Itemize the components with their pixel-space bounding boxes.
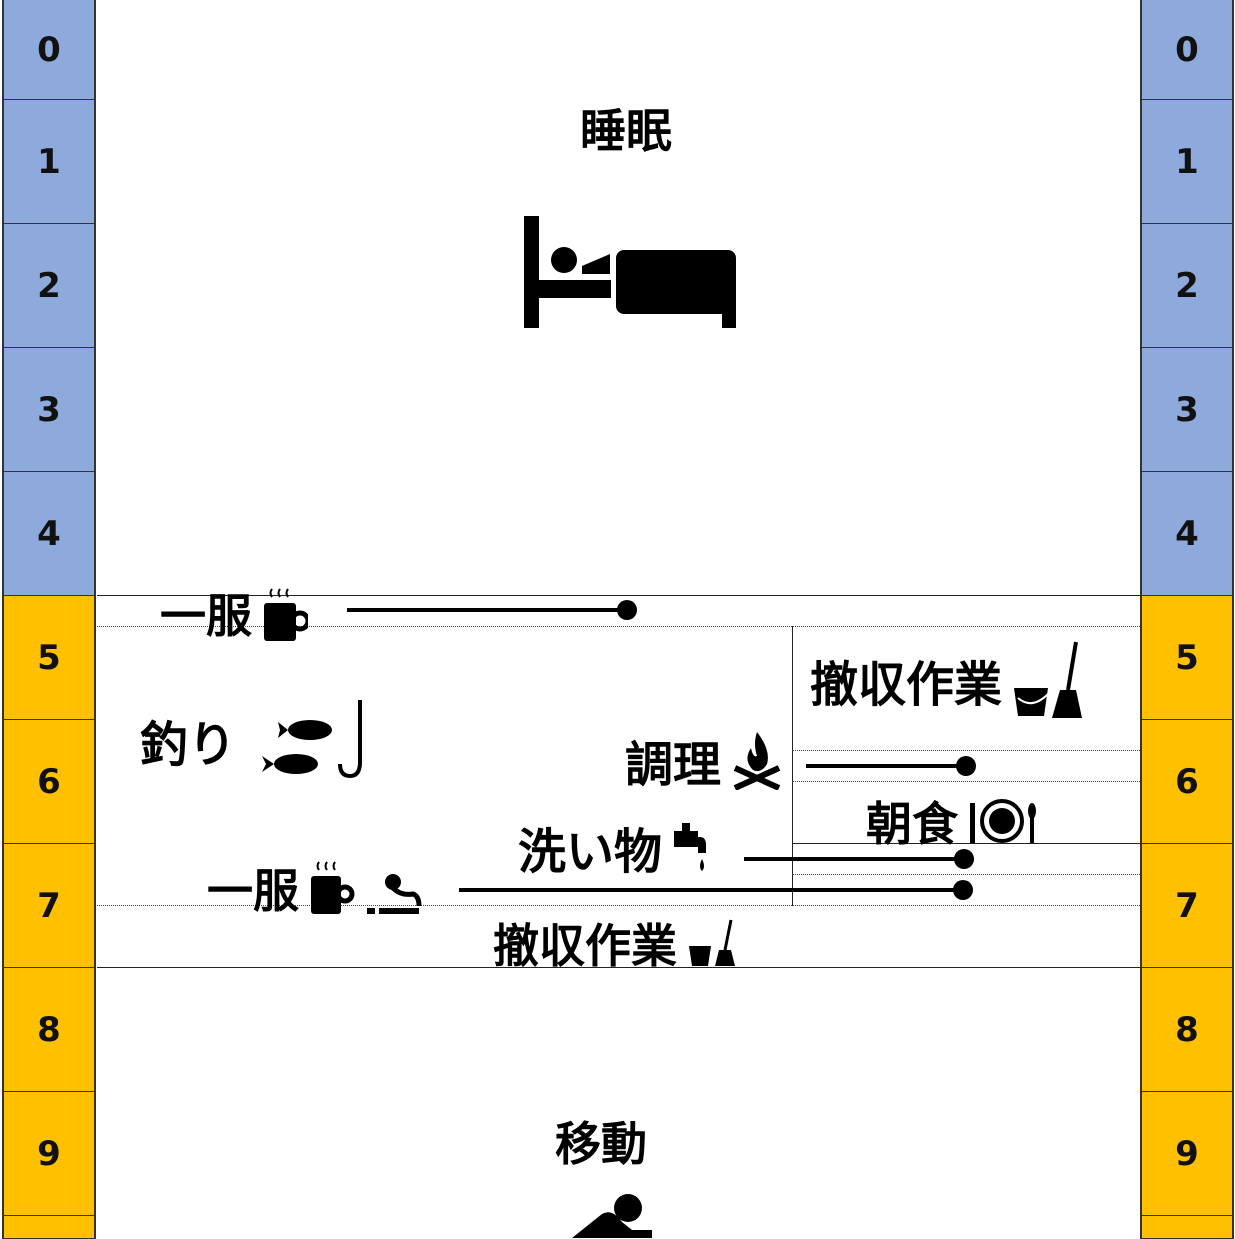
activity-travel-label: 移動 xyxy=(555,1117,647,1171)
hour-cell: 2 xyxy=(1142,224,1232,348)
activity-teardown2: 撤収作業 xyxy=(493,910,737,976)
activity-break1: 一服 xyxy=(160,580,308,646)
hour-cell: 3 xyxy=(4,348,94,472)
hour-cell xyxy=(1142,1216,1232,1239)
activity-dishes: 洗い物 xyxy=(518,812,712,882)
faucet-icon xyxy=(674,823,707,871)
hour-cell: 5 xyxy=(1142,596,1232,720)
connector-line xyxy=(806,756,976,776)
hour-cell: 8 xyxy=(4,968,94,1092)
activity-fishing: 釣り xyxy=(140,700,370,780)
hour-cell: 1 xyxy=(1142,100,1232,224)
coffee-mug-icon xyxy=(264,588,308,641)
connector-line xyxy=(459,880,973,900)
hour-cell: 4 xyxy=(4,472,94,596)
driver-icon xyxy=(572,1192,662,1238)
divider xyxy=(792,874,1140,875)
activity-breakfast: 朝食 xyxy=(866,788,1040,854)
hour-cell: 9 xyxy=(1142,1092,1232,1216)
connector-line xyxy=(744,849,974,869)
activity-teardown1: 撤収作業 xyxy=(810,640,1086,720)
hour-cell: 7 xyxy=(1142,844,1232,968)
campfire-icon xyxy=(733,732,781,790)
bucket-broom-icon xyxy=(1014,641,1083,718)
divider xyxy=(792,843,1140,844)
fish-hook-icon xyxy=(262,700,363,779)
connector-line xyxy=(347,600,637,620)
activity-sleep-label: 睡眠 xyxy=(580,104,672,158)
hour-cell: 0 xyxy=(1142,0,1232,100)
hour-cell: 6 xyxy=(1142,720,1232,844)
divider xyxy=(792,750,1140,751)
hour-cell: 5 xyxy=(4,596,94,720)
hour-cell: 3 xyxy=(1142,348,1232,472)
bed-icon xyxy=(524,216,738,330)
activity-breakfast-label: 朝食 xyxy=(866,797,958,851)
activity-cooking: 調理 xyxy=(625,725,783,795)
hour-cell: 1 xyxy=(4,100,94,224)
hour-cell: 8 xyxy=(1142,968,1232,1092)
divider xyxy=(97,595,1140,596)
bucket-broom-icon xyxy=(689,919,735,966)
hour-cell: 2 xyxy=(4,224,94,348)
activity-teardown1-label: 撤収作業 xyxy=(810,657,1003,713)
divider xyxy=(97,626,1140,627)
activity-break2-label: 一服 xyxy=(207,864,299,918)
coffee-cigarette-icon xyxy=(311,861,422,914)
divider xyxy=(97,905,1140,906)
hour-cell xyxy=(4,1216,94,1239)
activity-dishes-label: 洗い物 xyxy=(518,824,663,880)
hour-cell: 0 xyxy=(4,0,94,100)
divider xyxy=(97,967,1140,968)
activity-break2: 一服 xyxy=(207,855,429,921)
hour-cell: 4 xyxy=(1142,472,1232,596)
activity-fishing-label: 釣り xyxy=(140,717,237,773)
hour-cell: 9 xyxy=(4,1092,94,1216)
activity-break1-label: 一服 xyxy=(160,589,252,643)
hour-cell: 6 xyxy=(4,720,94,844)
activity-teardown2-label: 撤収作業 xyxy=(493,919,677,973)
divider xyxy=(792,626,793,906)
plate-cutlery-icon xyxy=(970,799,1036,843)
activity-cooking-label: 調理 xyxy=(625,737,722,793)
divider xyxy=(792,781,1140,782)
hour-cell: 7 xyxy=(4,844,94,968)
